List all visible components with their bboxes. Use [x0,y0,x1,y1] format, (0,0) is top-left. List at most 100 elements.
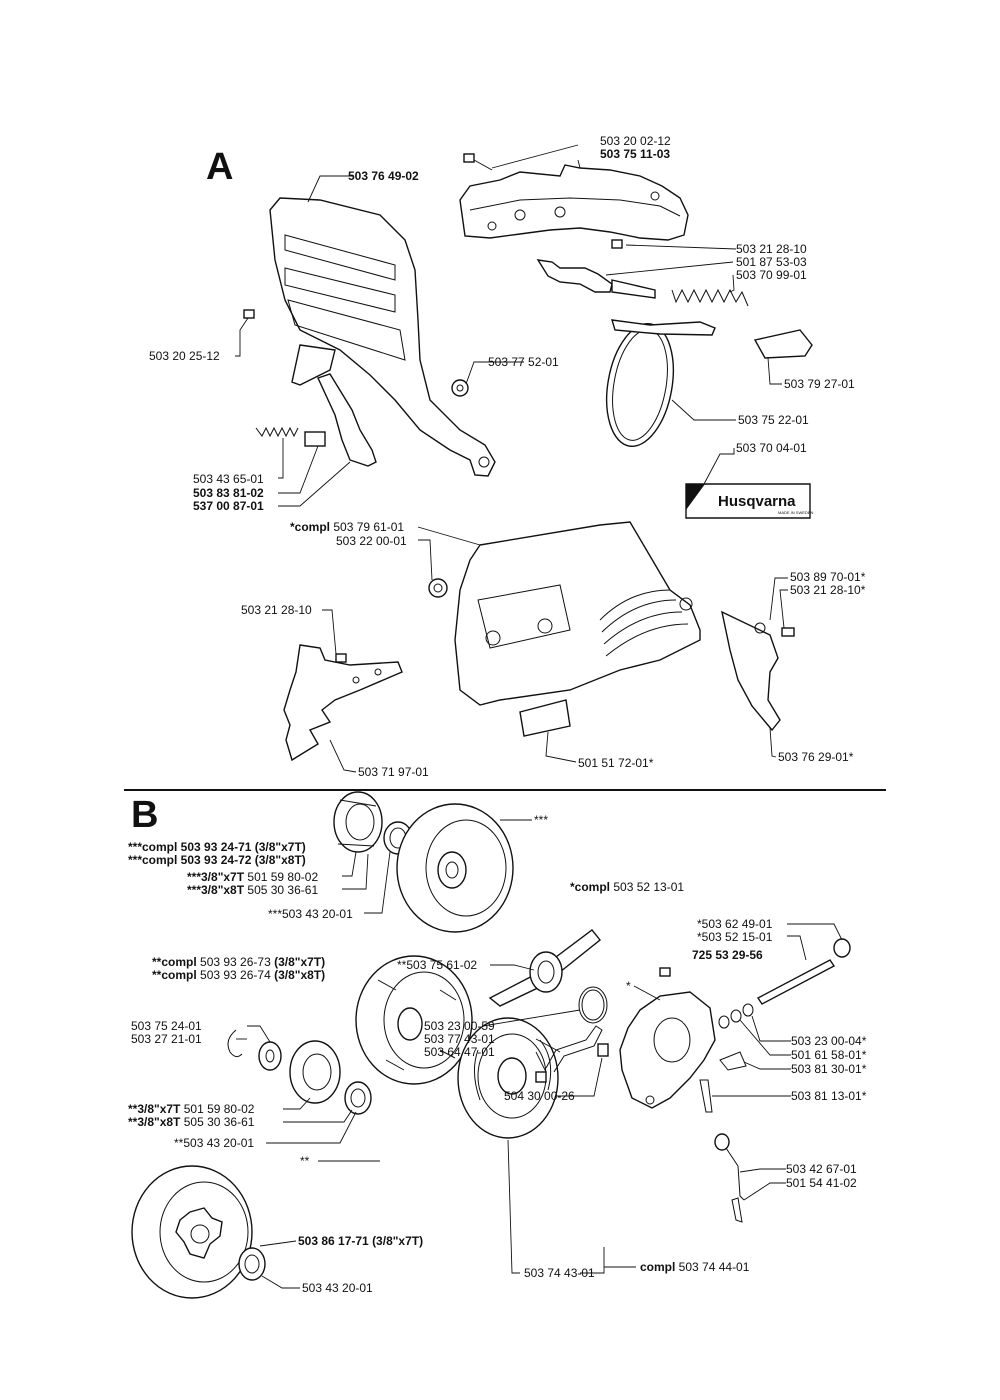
logo-decal: Husqvarna MADE IN SWEDEN [685,483,813,519]
size-prefix: **3/8"x8T [128,1115,181,1129]
part-number: 503 74 44-01 [675,1260,750,1274]
clutch-drum-mid [355,955,473,1085]
size-prefix: **3/8"x7T [128,1102,181,1116]
oil-pump-drive [488,929,601,1007]
part-number: 503 93 26-73 [196,955,275,969]
section-b-heading: B [131,794,159,836]
o-ring [578,986,608,1024]
part-number: 501 59 80-02 [180,1102,255,1116]
lock-ring [227,1029,243,1058]
part-label: *503 52 15-01 [697,930,773,944]
size-suffix: (3/8"x8T) [274,968,326,982]
part-label: **503 43 20-01 [174,1136,255,1150]
rim-sprocket-mid [289,1040,341,1104]
nut-mid [451,379,469,397]
logo-brand-text: Husqvarna [718,493,796,510]
part-label: *503 62 49-01 [697,917,773,931]
size-suffix: (3/8"x7T) [274,955,326,969]
part-number: 501 59 80-02 [244,870,319,884]
part-label: 503 21 28-10 [241,603,312,617]
part-label: 503 77 43-01 [424,1032,495,1046]
part-label: 504 30 00-26 [504,1089,575,1103]
pump-bracket [719,1051,747,1071]
compl-prefix: **compl [152,968,197,982]
part-number: 505 30 36-61 [180,1115,255,1129]
part-label: 725 53 29-56 [692,948,763,962]
part-label: ***503 43 20-01 [268,907,353,921]
size-prefix: ***3/8"x7T [187,870,245,884]
part-label: **compl 503 93 26-73 (3/8"x7T) [152,955,325,969]
rubber-pad [519,699,571,737]
spring-brake [671,288,749,307]
part-number: 503 79 61-01 [330,520,405,534]
part-label: 503 74 43-01 [524,1266,595,1280]
part-label: 503 76 49-02 [348,169,419,183]
part-label: 503 76 29-01* [778,750,854,764]
part-label: 503 81 30-01* [791,1062,867,1076]
part-label: 503 89 70-01* [790,570,866,584]
front-hand-guard [269,197,496,477]
washer-mid [258,1041,282,1071]
part-label: 503 64 47-01 [424,1045,495,1059]
size-prefix: ***3/8"x8T [187,883,245,897]
compl-prefix: compl [640,1260,676,1274]
part-label: compl 503 74 44-01 [640,1260,749,1274]
part-label: ***compl 503 93 24-72 (3/8"x8T) [128,853,306,867]
needle-bearing-mid [344,1081,372,1115]
clutch-cover [454,521,701,706]
spur-sprocket-drum [131,1165,253,1299]
part-label: 503 75 22-01 [738,413,809,427]
pin-part [753,329,813,359]
part-label: 503 20 02-12 [600,134,671,148]
part-label: ***compl 503 93 24-71 (3/8"x7T) [128,840,306,854]
part-label: ** [300,1154,310,1168]
part-label: 503 70 99-01 [736,268,807,282]
part-label: ***3/8"x7T 501 59 80-02 [187,870,318,884]
part-label: 503 23 00-04* [791,1034,867,1048]
needle-bearing-bottom [238,1247,266,1281]
part-label: 503 22 00-01 [336,534,407,548]
part-label: 503 43 65-01 [193,472,264,486]
part-number: 505 30 36-61 [244,883,319,897]
screw-left [243,309,255,319]
spring-left [255,426,299,438]
brake-link [536,239,656,299]
pump-piston [756,938,851,1005]
pump-screw-bottom [699,1079,713,1113]
compl-prefix: *compl [290,520,331,534]
part-label: 503 75 11-03 [600,147,671,161]
part-label: 501 61 58-01* [791,1048,867,1062]
part-label: **3/8"x8T 505 30 36-61 [128,1115,254,1129]
pump-washers [718,1003,754,1029]
compl-prefix: *compl [570,880,611,894]
part-label: 501 87 53-03 [736,255,807,269]
oil-hose [714,1133,745,1223]
chain-brake-cover [459,164,689,241]
part-label: 503 86 17-71 (3/8"x7T) [298,1234,424,1248]
oil-pipe [535,1025,609,1083]
logo-small-print: MADE IN SWEDEN [778,510,813,515]
part-label: ***3/8"x8T 505 30 36-61 [187,883,318,897]
part-label: 503 70 04-01 [736,441,807,455]
leader-lines-b [236,819,843,1289]
clutch-drum-top [396,803,514,933]
leader-lines-a [235,144,788,773]
part-label: 503 79 27-01 [784,377,855,391]
part-label: **3/8"x7T 501 59 80-02 [128,1102,254,1116]
part-label: 503 77 52-01 [488,355,559,369]
part-label: 501 54 41-02 [786,1176,857,1190]
part-label: **compl 503 93 26-74 (3/8"x8T) [152,968,325,982]
part-label: 503 23 00-59 [424,1019,495,1033]
part-label: 503 75 24-01 [131,1019,202,1033]
part-label: 503 83 81-02 [193,486,264,500]
part-label: 503 42 67-01 [786,1162,857,1176]
part-label: 503 43 20-01 [302,1281,373,1295]
part-label: **503 75 61-02 [397,958,478,972]
oil-pump-body [619,967,716,1109]
part-label: 503 81 13-01* [791,1089,867,1103]
part-label: 501 51 72-01* [578,756,654,770]
part-label: 503 27 21-01 [131,1032,202,1046]
brake-lever [304,373,377,467]
